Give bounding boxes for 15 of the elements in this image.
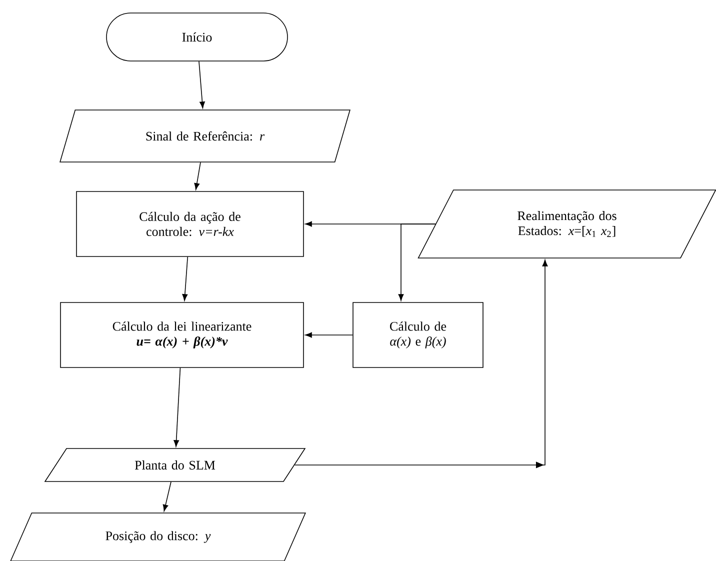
- arrow: [162, 482, 172, 512]
- output-parallelogram: Posição do disco: y: [10, 512, 306, 561]
- start-terminal: Início: [106, 12, 288, 62]
- input-parallelogram: Sinal de Referência: r: [60, 110, 350, 162]
- process-box: Cálculo de α(x) e β(x): [352, 302, 484, 368]
- process-box: Cálculo da lei linearizante u= α(x) + β(x)*v: [60, 302, 304, 368]
- arrow: [294, 260, 548, 468]
- arrow: [305, 332, 353, 338]
- process-box: Cálculo da ação de controle: v=r-kx: [76, 191, 304, 257]
- arrow: [194, 162, 201, 190]
- arrow: [182, 256, 188, 301]
- input-parallelogram: Realimentação dos Estados: x=[x$_{1}$ x$_{2}$]: [418, 190, 716, 258]
- arrow: [398, 224, 436, 301]
- arrow: [174, 368, 181, 447]
- arrow: [198, 61, 205, 108]
